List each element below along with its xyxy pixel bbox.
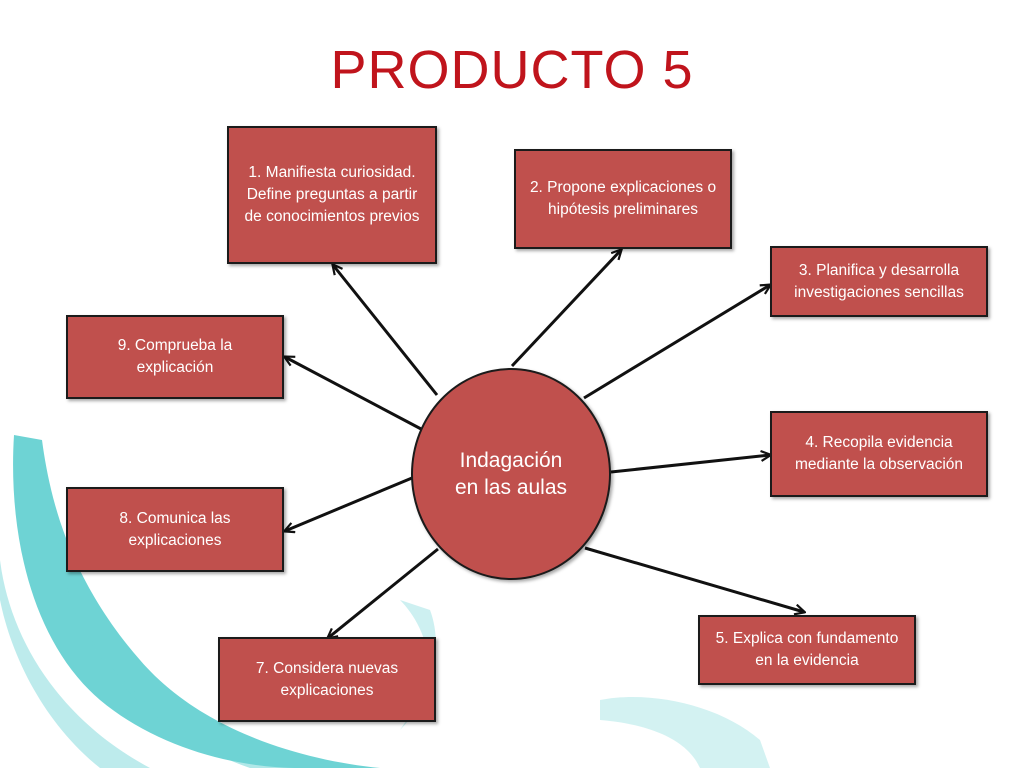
step-4-box: 4. Recopila evidencia mediante la observ… [770, 411, 988, 497]
arrow-to-step-8 [285, 476, 413, 531]
arrow-to-step-1 [333, 265, 439, 396]
arrow-to-step-2 [510, 250, 621, 368]
step-3-box: 3. Planifica y desarrolla investigacione… [770, 246, 988, 317]
arrow-to-step-7 [328, 547, 439, 638]
page-title: PRODUCTO 5 [330, 40, 694, 100]
step-8-box: 8. Comunica las explicaciones [66, 487, 284, 572]
arrow-to-step-4 [610, 455, 770, 474]
arrow-to-step-9 [285, 357, 424, 432]
step-7-box: 7. Considera nuevas explicaciones [218, 637, 436, 722]
arrow-to-step-3 [583, 285, 770, 400]
step-1-box: 1. Manifiesta curiosidad. Define pregunt… [227, 126, 437, 264]
arrow-to-step-5 [584, 546, 804, 612]
step-2-box: 2. Propone explicaciones o hipótesis pre… [514, 149, 732, 249]
step-9-box: 9. Comprueba la explicación [66, 315, 284, 399]
center-circle: Indagación en las aulas [411, 368, 611, 580]
step-5-box: 5. Explica con fundamento en la evidenci… [698, 615, 916, 685]
